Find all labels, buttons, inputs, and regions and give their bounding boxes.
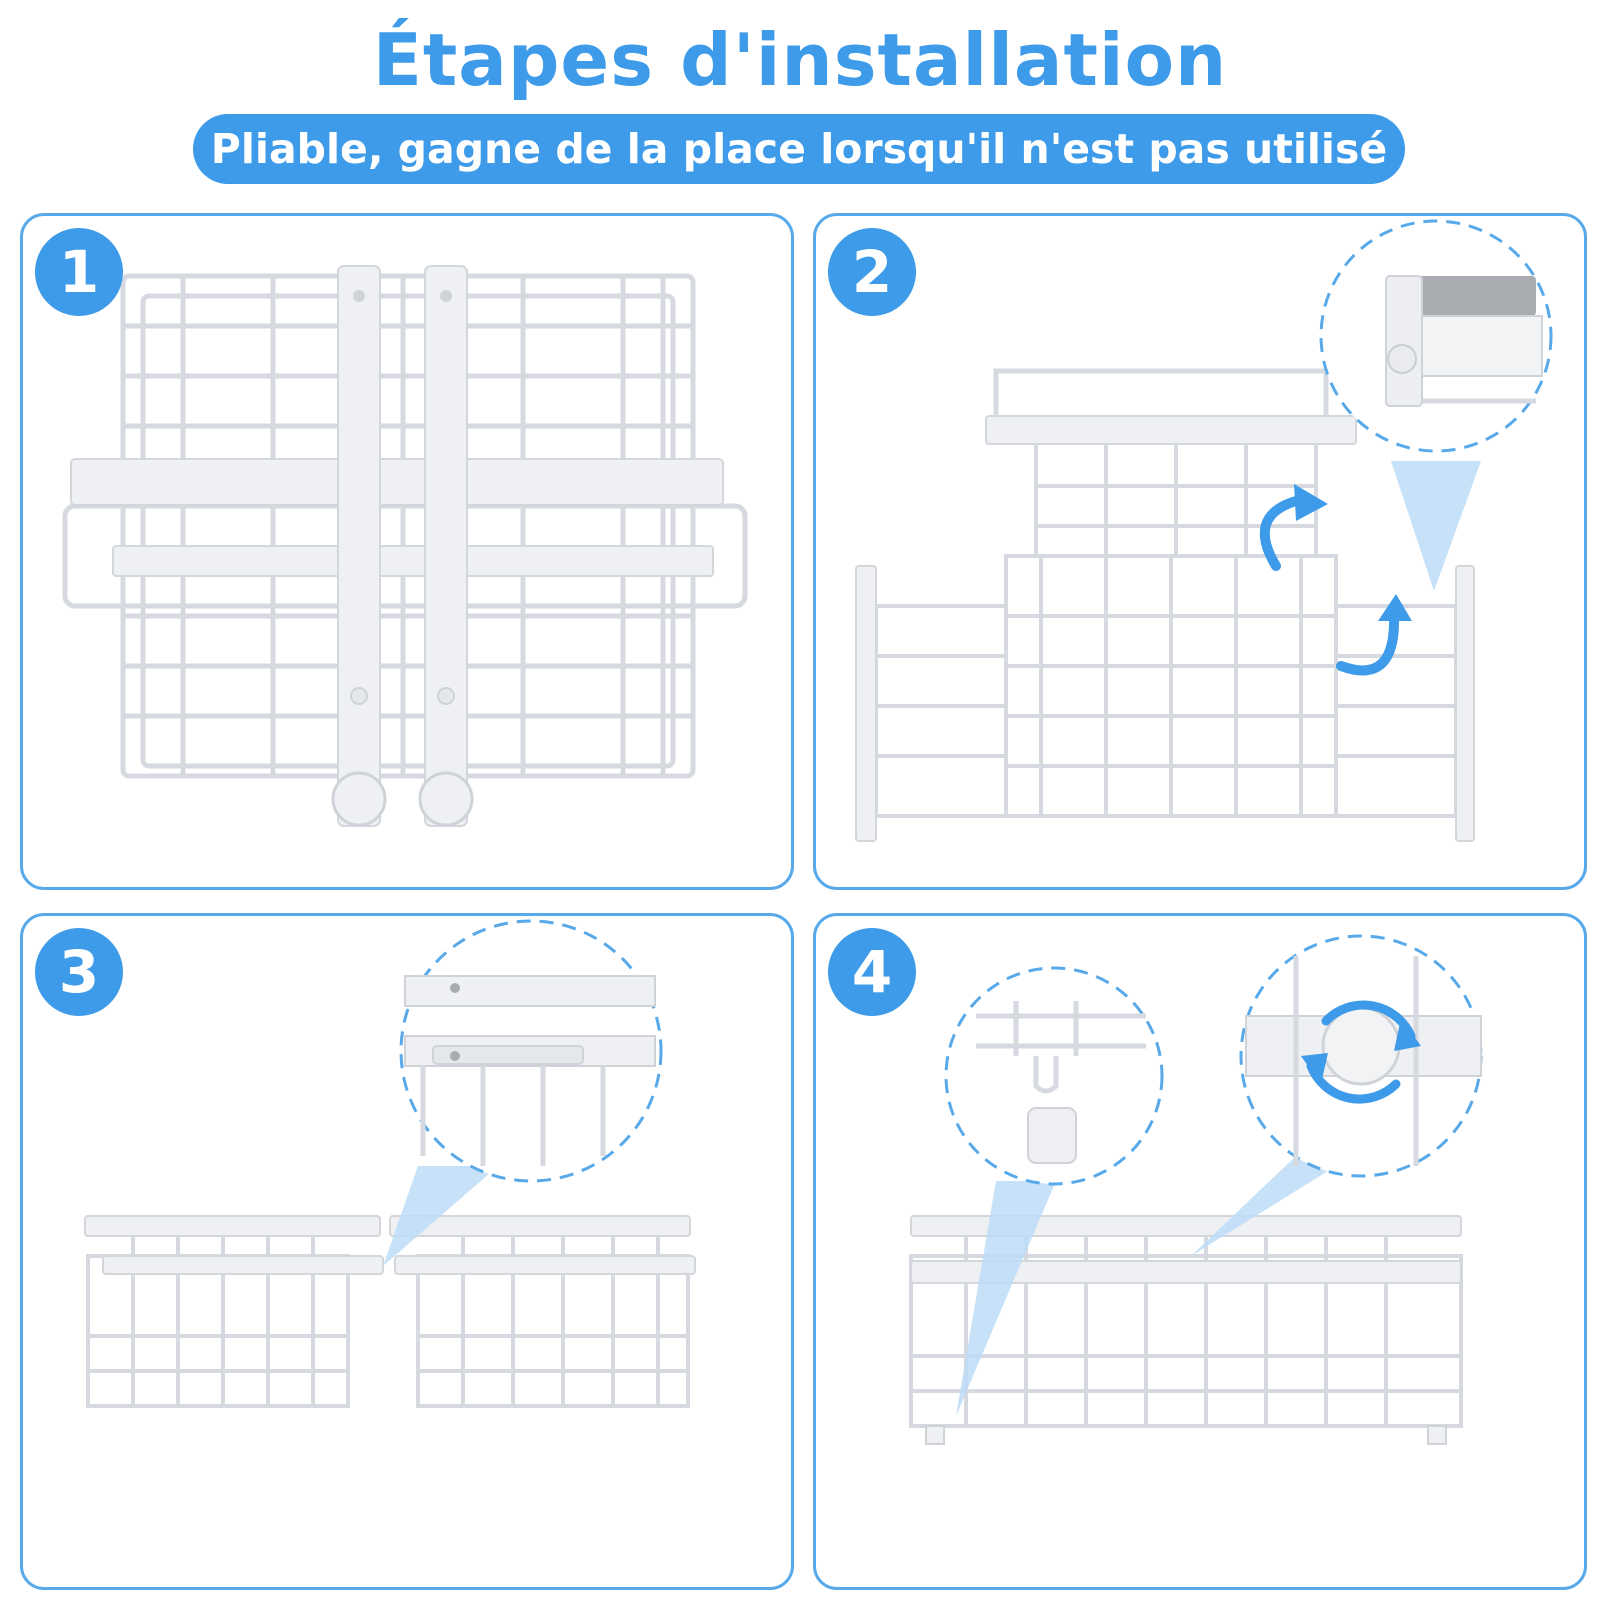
folded-basket-illustration [62, 265, 748, 827]
zoom-detail-hinge [1385, 275, 1543, 407]
subtitle-text: Pliable, gagne de la place lorsqu'il n'e… [210, 125, 1388, 173]
subtitle-banner: Pliable, gagne de la place lorsqu'il n'e… [193, 114, 1405, 184]
zoom-detail-slider-joint [404, 975, 656, 1166]
rotate-arrow-icon [1336, 594, 1412, 676]
step-number-badge: 2 [828, 228, 916, 316]
clockwise-rotate-icon [1301, 1000, 1421, 1104]
step-panel-2: 2 [813, 213, 1587, 890]
page-title: Étapes d'installation [372, 18, 1228, 102]
unfolding-basket-illustration [855, 219, 1553, 842]
step-panel-3: 3 [20, 913, 794, 1590]
assembled-basket-illustration [909, 934, 1483, 1445]
step-number-badge: 4 [828, 928, 916, 1016]
zoom-detail-foot [976, 1001, 1146, 1164]
rotate-arrow-icon [1259, 484, 1328, 571]
step-panel-4: 4 [813, 913, 1587, 1590]
two-basket-halves-illustration [84, 919, 696, 1408]
step-number-badge: 3 [35, 928, 123, 1016]
step-panel-1: 1 [20, 213, 794, 890]
step-number-badge: 1 [35, 228, 123, 316]
